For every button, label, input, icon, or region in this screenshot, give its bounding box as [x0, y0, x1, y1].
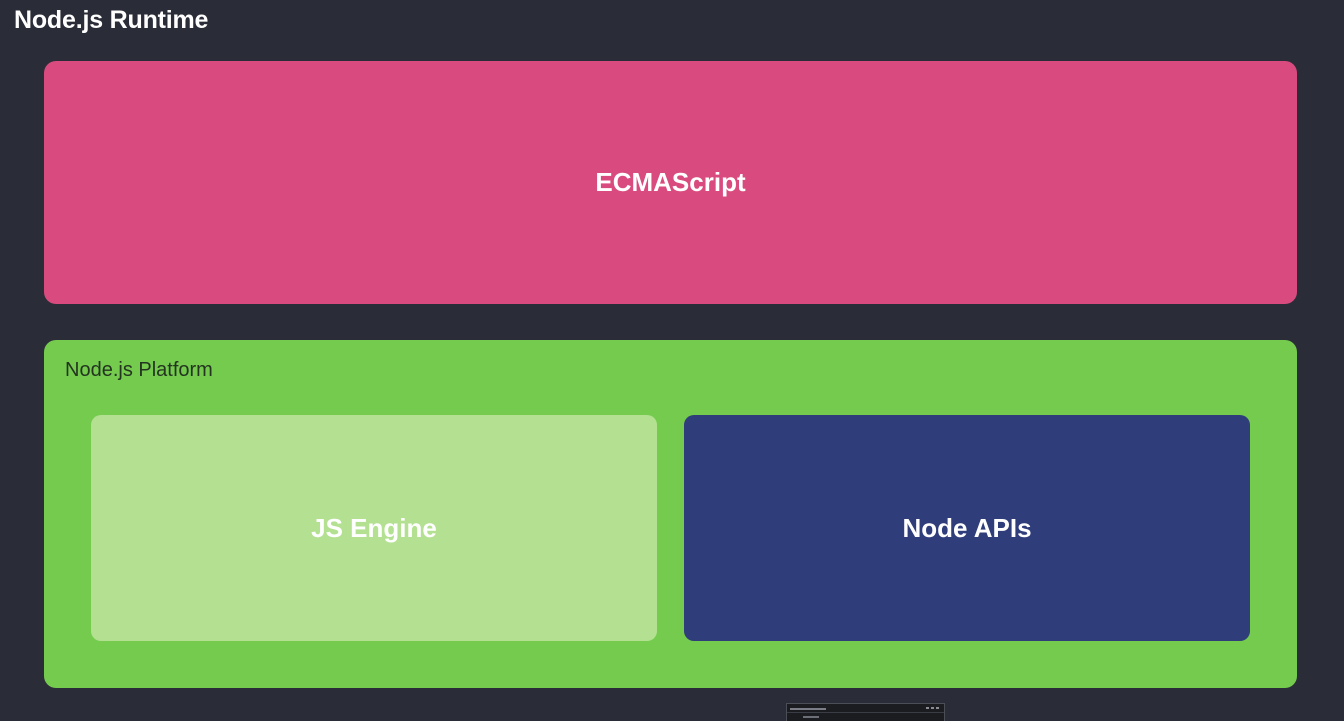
nodejs-platform-box: Node.js Platform JS Engine Node APIs — [44, 340, 1297, 688]
thumbnail-control-icon — [926, 707, 929, 709]
node-apis-label: Node APIs — [902, 512, 1032, 543]
screen-thumbnail[interactable] — [786, 703, 945, 721]
ecmascript-label: ECMAScript — [595, 167, 746, 197]
ecmascript-box: ECMAScript — [44, 61, 1297, 304]
thumbnail-content-mark — [803, 716, 819, 718]
thumbnail-control-icon — [936, 707, 939, 709]
js-engine-box: JS Engine — [91, 415, 657, 641]
node-apis-box: Node APIs — [684, 415, 1250, 641]
thumbnail-title-mark — [790, 708, 826, 710]
thumbnail-control-icon — [931, 707, 934, 709]
page-title: Node.js Runtime — [14, 6, 209, 34]
thumbnail-titlebar — [787, 704, 944, 713]
js-engine-label: JS Engine — [311, 512, 437, 543]
nodejs-platform-label: Node.js Platform — [65, 359, 213, 381]
